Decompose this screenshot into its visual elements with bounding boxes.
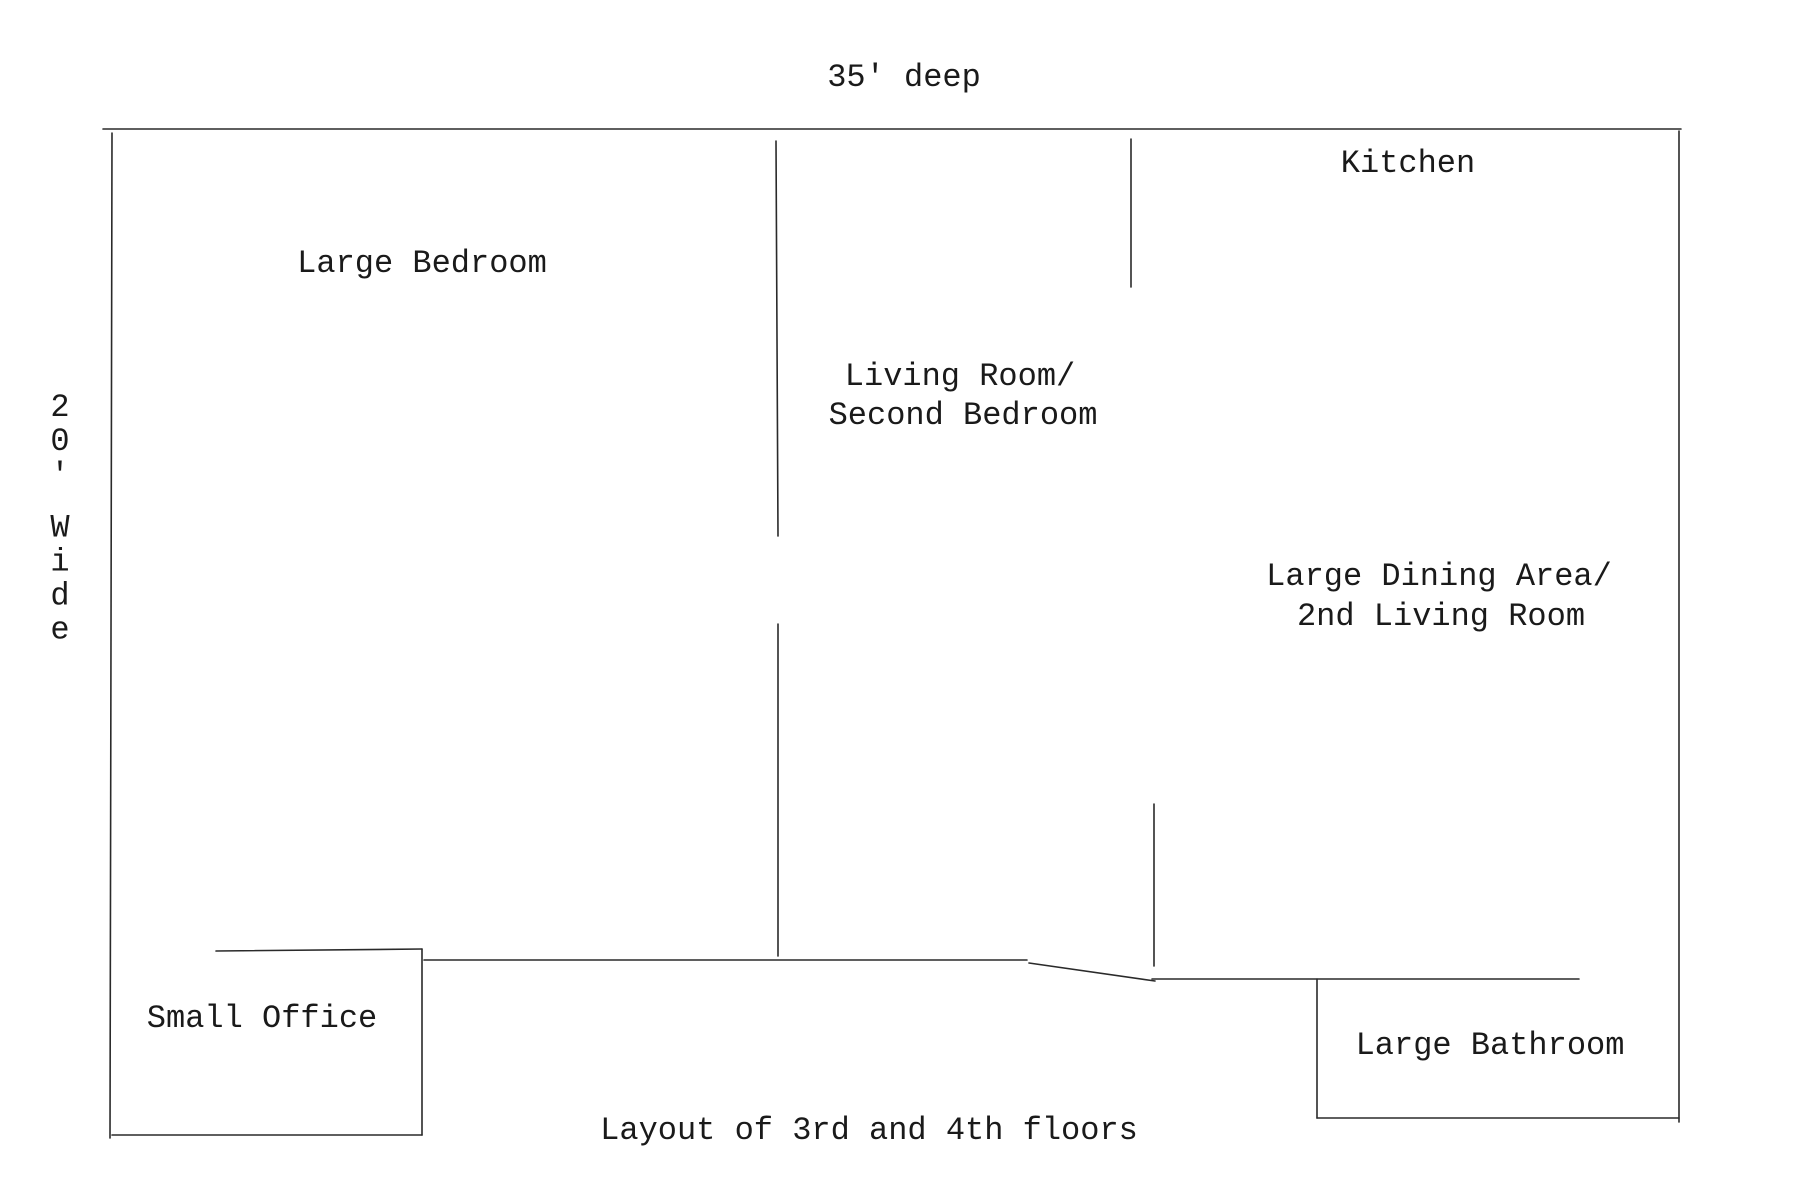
outer-walls	[102, 128, 1682, 1139]
interior-walls	[423, 138, 1580, 982]
small-office-walls	[111, 948, 423, 1136]
width-label-char: d	[50, 578, 69, 615]
room-label-kitchen: Kitchen	[1341, 145, 1475, 182]
width-label-char: i	[50, 544, 69, 581]
room-label-small-office: Small Office	[147, 1000, 377, 1037]
diagram-caption: Layout of 3rd and 4th floors	[600, 1112, 1138, 1149]
width-label-char: 0	[50, 423, 69, 460]
width-label-char: 2	[50, 389, 69, 426]
depth-dimension-label: 35' deep	[827, 59, 981, 96]
width-label-char: W	[50, 510, 70, 547]
bedroom-living-wall-upper	[775, 140, 779, 537]
room-label-dining-line2: 2nd Living Room	[1297, 598, 1585, 635]
office-top-wall	[215, 948, 423, 952]
bathroom-walls	[1316, 978, 1680, 1119]
left-wall	[109, 132, 113, 1139]
room-label-living-room-line2: Second Bedroom	[829, 397, 1098, 434]
width-label-char: e	[50, 612, 69, 649]
angled-door-wall	[1028, 962, 1156, 982]
room-label-large-bathroom: Large Bathroom	[1356, 1027, 1625, 1064]
room-label-large-bedroom: Large Bedroom	[297, 245, 547, 282]
width-label-char: '	[50, 457, 69, 494]
room-label-dining-line1: Large Dining Area/	[1266, 558, 1612, 595]
room-label-living-room-line1: Living Room/	[845, 358, 1075, 395]
